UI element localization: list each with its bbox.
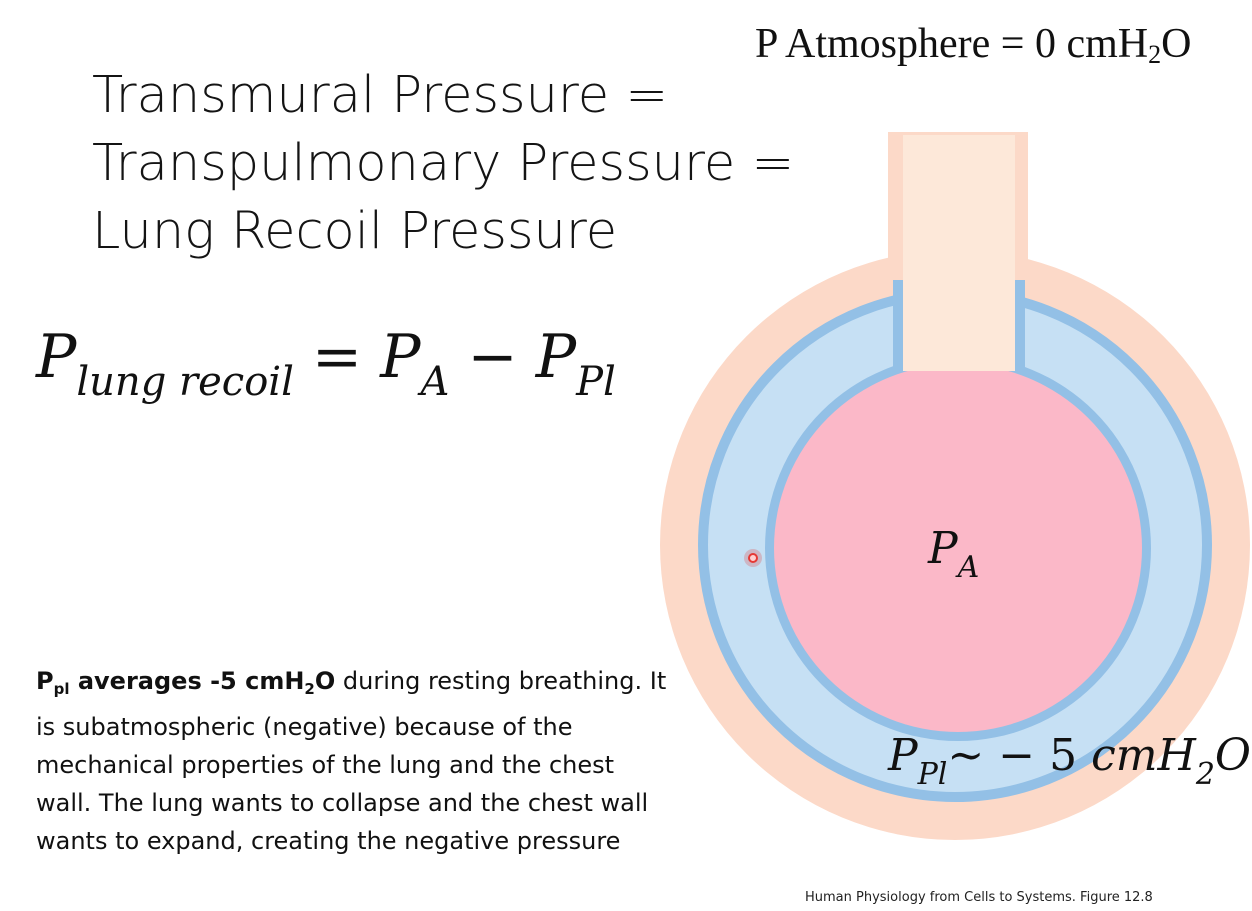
eq-equals: = xyxy=(311,322,363,392)
ppl-unit: cmH xyxy=(1091,730,1196,781)
atmosphere-suffix: O xyxy=(1161,21,1192,67)
figure-citation: Human Physiology from Cells to Systems. … xyxy=(805,890,1153,905)
note-bold: Ppl averages -5 cmH2O xyxy=(36,667,336,698)
atmosphere-pressure-label: P Atmosphere = 0 cmH2O xyxy=(755,20,1235,70)
eq-term2: P xyxy=(535,322,577,392)
title-line-3: Lung Recoil Pressure xyxy=(92,202,618,261)
alveolus xyxy=(774,364,1142,732)
atmosphere-text: P Atmosphere = 0 cmH xyxy=(755,21,1149,67)
atmosphere-subscript: 2 xyxy=(1148,40,1162,69)
pa-p: P xyxy=(928,523,958,574)
lung-diagram xyxy=(660,132,1250,840)
note-bold-mid: averages -5 cmH xyxy=(69,667,305,695)
note-bold-p: P xyxy=(36,667,54,695)
alveolar-pressure-label: PA xyxy=(928,523,979,585)
eq-minus: − xyxy=(467,322,518,392)
eq-term1: P xyxy=(380,322,421,392)
title-line-1: Transmural Pressure = xyxy=(92,66,669,125)
ppl-p: P xyxy=(888,730,918,781)
pa-sub: A xyxy=(957,550,980,585)
ppl-unit-end: O xyxy=(1214,730,1251,781)
slide-title: Transmural Pressure = Transpulmonary Pre… xyxy=(92,62,794,266)
note-bold-sub2: 2 xyxy=(304,680,315,698)
eq-lhs: P xyxy=(36,322,77,392)
eq-lhs-sub: lung recoil xyxy=(76,359,294,405)
ppl-unit-sub: 2 xyxy=(1195,757,1215,792)
eq-term2-sub: Pl xyxy=(576,359,616,405)
note-body: during resting breathing. It is subatmos… xyxy=(36,667,667,855)
pleural-pressure-label: PPl~ − 5 cmH2O xyxy=(888,730,1251,792)
title-line-2: Transpulmonary Pressure = xyxy=(92,134,795,193)
ppl-sub: Pl xyxy=(917,757,948,792)
airway-lumen xyxy=(903,135,1015,371)
note-bold-end: O xyxy=(314,667,336,695)
note-bold-sub: pl xyxy=(53,680,70,698)
lung-recoil-equation: Plung recoil=PA−PPl xyxy=(36,322,616,405)
eq-term1-sub: A xyxy=(420,359,450,405)
pointer-dot xyxy=(748,553,758,563)
pleural-pressure-note: Ppl averages -5 cmH2O during resting bre… xyxy=(36,662,676,860)
ppl-value: ~ − 5 xyxy=(947,730,1092,781)
